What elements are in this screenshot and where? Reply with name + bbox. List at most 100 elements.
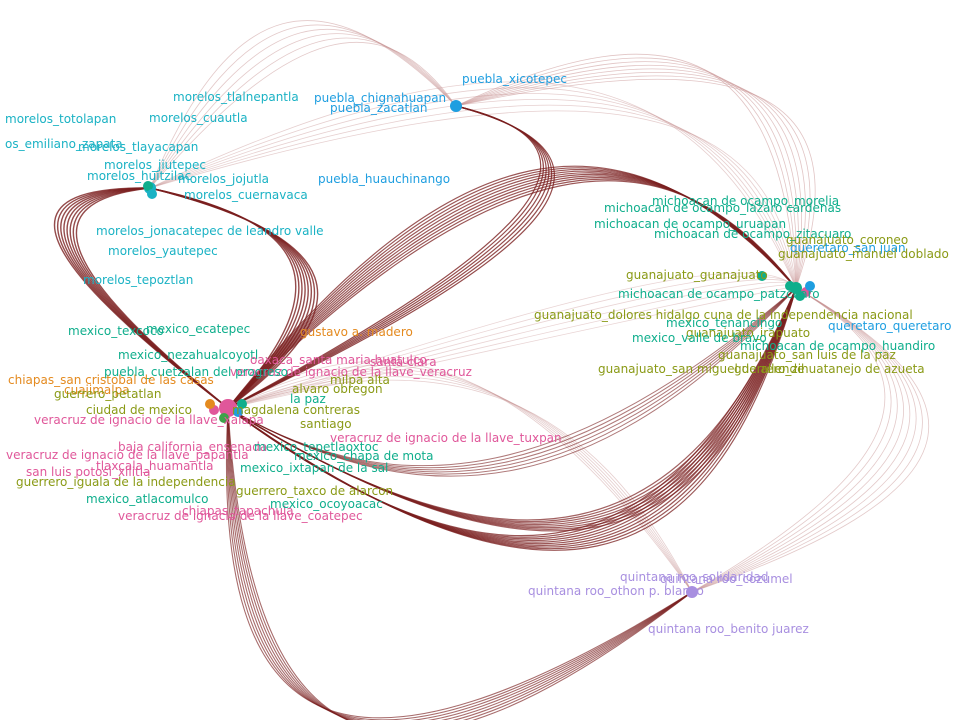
edge-quintanaroo-mexico-4 [227, 376, 693, 593]
node-label-15: morelos_tepoztlan [83, 273, 193, 287]
node-label-29: mexico_valle de bravo [632, 331, 767, 345]
node-label-8: morelos_jiutepec [104, 158, 206, 172]
node-label-4: morelos_cuautla [149, 111, 248, 125]
node-label-37: mexico_nezahualcoyotl [118, 348, 258, 362]
node-label-53: baja california_ensenada [118, 440, 267, 454]
edge-quintanaroo-michoacan-3 [691, 287, 905, 593]
node-label-62: mexico_atlacomulco [86, 492, 209, 506]
edge-morelos-puebla-4 [149, 37, 457, 189]
node-dot-3 [205, 399, 215, 409]
node-label-26: queretaro_queretaro [828, 319, 951, 333]
node-label-2: puebla_zacatlan [330, 101, 428, 115]
node-label-36: gustavo a. madero [300, 325, 413, 339]
node-quintana-roo [686, 586, 698, 598]
node-dot-5 [143, 181, 153, 191]
edge-morelos-mexico-right-7 [149, 187, 319, 409]
node-label-33: guerrero_zihuatanejo de azueta [734, 362, 925, 376]
node-label-45: alvaro obregon [292, 382, 383, 396]
node-label-43: cuajimalpa [64, 383, 130, 397]
node-label-40: veracruz de ignacio de la llave_veracruz [230, 365, 472, 379]
node-label-46: guerrero_petatlan [54, 387, 161, 401]
edge-mexico-michoacan-upper-9 [227, 180, 797, 409]
edge-puebla-michoacan-0 [455, 53, 797, 289]
edge-morelos-michoacan-3 [149, 98, 797, 289]
edge-morelos-puebla-2 [149, 28, 457, 189]
node-label-25: guanajuato_dolores hidalgo cuna de la in… [534, 308, 913, 322]
edge-puebla-michoacan-7 [455, 78, 816, 289]
edge-morelos-puebla-5 [149, 42, 457, 189]
node-label-24: michoacan de ocampo_patzcuaro [618, 287, 820, 301]
node-label-18: michoacan de ocampo_uruapan [594, 217, 786, 231]
node-dot-7 [785, 281, 795, 291]
node-layer [143, 100, 815, 598]
node-label-30: michoacan de ocampo_huandiro [740, 339, 935, 353]
node-label-54: mexico_tepetlaoxtoc [254, 440, 378, 454]
node-label-47: la paz [290, 392, 326, 406]
node-dot-1 [233, 407, 243, 417]
node-label-28: guanajuato_irapuato [686, 326, 810, 340]
node-label-6: os_emiliano_zapata [5, 137, 123, 151]
node-label-44: milpa alta [330, 373, 390, 387]
node-label-38: oaxaca_santa maria huatulco [250, 353, 427, 367]
edge-mexico-michoacan-lower-9 [227, 287, 797, 551]
node-dot-11 [757, 271, 767, 281]
node-label-55: veracruz de ignacio de la llave_papantla [6, 448, 249, 462]
node-label-63: chiapas_tapachula [182, 504, 294, 518]
edge-mexico-michoacan-light-1 [227, 275, 797, 409]
edge-morelos-puebla-3 [149, 33, 457, 189]
node-label-42: chiapas_san cristobal de las casas [8, 373, 214, 387]
node-label-59: mexico_ixtapan de la sal [240, 461, 388, 475]
node-label-19: michoacan de ocampo_zitacuaro [654, 227, 851, 241]
edge-morelos-michoacan-2 [149, 93, 797, 289]
edge-quintanaroo-michoacan-4 [691, 287, 911, 593]
edge-mexico-michoacan-light-2 [227, 279, 797, 409]
node-dot-6 [147, 189, 157, 199]
node-label-35: mexico_ecatepec [146, 322, 250, 336]
node-label-64: mexico_ocoyoacac [270, 497, 383, 511]
node-label-69: quintana roo_benito juarez [648, 622, 809, 636]
node-label-7: morelos_tlayacapan [78, 140, 198, 154]
node-mexico-central [219, 399, 237, 417]
node-label-22: guanajuato_manuel doblado [778, 247, 949, 261]
edge-quintanaroo-michoacan-7 [691, 287, 930, 593]
node-label-9: morelos_huitzilac [87, 169, 191, 183]
edge-morelos-michoacan-0 [149, 81, 797, 289]
edge-mexico-quintanaroo-6 [227, 407, 693, 720]
node-label-65: veracruz de ignacio de la llave_coatepec [118, 509, 363, 523]
edge-quintanaroo-mexico-0 [227, 361, 693, 593]
node-label-20: guanajuato_coroneo [786, 233, 908, 247]
label-layer: puebla_xicotepecpuebla_chignahuapanpuebl… [5, 72, 951, 636]
edge-quintanaroo-michoacan-0 [691, 287, 886, 593]
node-dot-2 [219, 413, 229, 423]
node-label-3: morelos_tlalnepantla [173, 90, 299, 104]
node-label-5: morelos_totolapan [5, 112, 116, 126]
node-label-51: santiago [300, 417, 352, 431]
node-label-57: san luis potosi_xilitla [26, 465, 150, 479]
node-label-31: guanajuato_san luis de la paz [718, 348, 896, 362]
node-label-56: mexico_chapa de mota [294, 449, 433, 463]
edge-morelos-michoacan-4 [149, 104, 797, 289]
edge-quintanaroo-michoacan-6 [691, 287, 923, 593]
edge-quintanaroo-michoacan-5 [691, 287, 917, 593]
node-label-68: quintana roo_othon p. blanco [528, 584, 704, 598]
node-label-58: tlaxcala_huamantla [96, 459, 214, 473]
node-label-14: morelos_yautepec [108, 244, 218, 258]
node-label-32: guanajuato_san miguel de allende [598, 362, 805, 376]
edge-quintanaroo-mexico-3 [227, 372, 693, 593]
edge-mexico-puebla-5 [227, 105, 555, 409]
edge-morelos-puebla-0 [149, 20, 457, 189]
edge-morelos-michoacan-5 [149, 110, 797, 289]
node-puebla [450, 100, 462, 112]
node-label-48: ciudad de mexico [86, 403, 192, 417]
node-label-0: puebla_xicotepec [462, 72, 567, 86]
edge-michoacan-mexico-loop-7 [227, 287, 797, 532]
node-label-39: santa clara [370, 355, 437, 369]
node-label-21: queretaro_san juan [790, 241, 906, 255]
edge-morelos-puebla-1 [149, 24, 457, 189]
node-label-67: quintana roo_cozumel [660, 572, 793, 586]
edge-layer-heavy [53, 105, 797, 720]
edge-mexico-michoacan-mid-5 [227, 287, 797, 477]
edge-mexico-michoacan-light-0 [227, 272, 797, 409]
node-label-27: mexico_tenancingo [666, 316, 782, 330]
